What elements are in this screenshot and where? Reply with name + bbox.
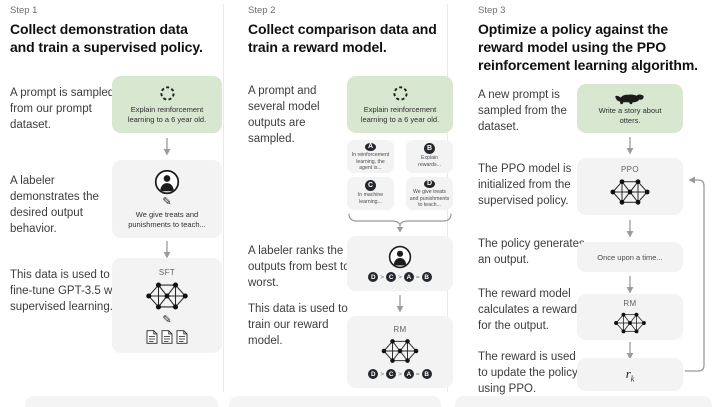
rm-model-box: RM D > C > A = B xyxy=(347,316,453,388)
output-a-box: A In reinforcement learning, the agent i… xyxy=(347,140,394,173)
rank-letter: D xyxy=(368,272,379,282)
step3-heading: Optimize a policy against the reward mod… xyxy=(478,21,698,74)
sample-icon xyxy=(392,85,409,102)
letter-badge: A xyxy=(365,143,376,151)
neural-net-icon xyxy=(612,310,648,336)
rank-separator: > xyxy=(398,273,402,281)
step3-caption-update: The reward is used to update the policy … xyxy=(478,351,578,395)
prompt-box: Explain reinforcement learning to a 6 ye… xyxy=(112,76,222,133)
rank-letter: A xyxy=(403,369,414,379)
generated-output-box: Once upon a time... xyxy=(577,242,683,272)
bottom-card-edge xyxy=(25,396,218,407)
sample-icon xyxy=(159,85,176,102)
generated-output-text: Once upon a time... xyxy=(597,252,663,262)
arrow-down-icon xyxy=(625,275,635,295)
output-d-box: D We give treats and punishments to teac… xyxy=(406,177,453,210)
step2-caption-train: This data is used to train our reward mo… xyxy=(248,303,348,347)
arrow-down-icon xyxy=(162,240,172,260)
arrow-down-icon xyxy=(625,136,635,156)
sft-label: SFT xyxy=(158,267,176,277)
labeler-icon xyxy=(388,245,412,269)
rm-model-box: RM xyxy=(577,294,683,340)
step2-heading: Collect comparison data and train a rewa… xyxy=(248,21,437,56)
output-a-text: In reinforcement learning, the agent is.… xyxy=(351,151,390,172)
bottom-card-edge xyxy=(229,396,441,407)
rank-letter: D xyxy=(368,369,379,379)
arrow-down-icon xyxy=(395,294,405,314)
labeler-icon xyxy=(154,169,180,195)
step1-caption-prompt: A prompt is sampled from our prompt data… xyxy=(10,87,115,131)
rank-letter: B xyxy=(421,272,432,282)
ppo-feedback-loop-arrow xyxy=(685,176,705,372)
step1-heading: Collect demonstration data and train a s… xyxy=(10,21,203,56)
reward-symbol: rk xyxy=(625,365,635,384)
step1-caption-labeler: A labeler demonstrates the desired outpu… xyxy=(10,175,99,235)
step3-caption-prompt: A new prompt is sampled from the dataset… xyxy=(478,89,567,133)
step3-caption-reward: The reward model calculates a reward for… xyxy=(478,288,578,332)
column-divider xyxy=(223,4,224,392)
prompt-text: Explain reinforcement learning to a 6 ye… xyxy=(360,104,440,124)
document-icon xyxy=(176,330,188,344)
document-icon xyxy=(146,330,158,344)
arrow-down-icon xyxy=(625,219,635,239)
rank-separator: > xyxy=(380,273,385,281)
step2-caption-ranks: A labeler ranks the outputs from best to… xyxy=(248,245,350,289)
step3-caption-init: The PPO model is initialized from the su… xyxy=(478,163,572,207)
step1-caption-finetune: This data is used to fine-tune GPT-3.5 w… xyxy=(10,269,125,313)
ranking-row: D > C > A = B xyxy=(368,369,432,379)
rank-separator: > xyxy=(398,370,402,378)
rank-letter: B xyxy=(421,369,432,379)
neural-net-icon xyxy=(145,279,189,313)
ranking-row: D > C > A = B xyxy=(368,272,432,282)
documents-row xyxy=(146,330,188,344)
step2-caption-sampled: A prompt and several model outputs are s… xyxy=(248,85,320,145)
curly-brace-icon xyxy=(348,213,452,233)
pencil-icon: ✎ xyxy=(162,313,172,326)
letter-badge: C xyxy=(365,180,376,191)
rank-letter: C xyxy=(386,272,397,282)
ppo-label: PPO xyxy=(620,165,640,174)
output-c-box: C In machine learning... xyxy=(347,177,394,210)
letter-badge: D xyxy=(424,180,435,188)
rank-separator: > xyxy=(380,370,385,378)
rank-letter: A xyxy=(403,272,414,282)
sft-model-box: SFT ✎ xyxy=(112,258,222,353)
labeler-rank-box: D > C > A = B xyxy=(347,236,453,291)
new-prompt-box: Write a story about otters. xyxy=(577,84,683,133)
labeler-demo-text: We give treats and punishments to teach.… xyxy=(128,209,206,229)
rm-label: RM xyxy=(623,298,637,308)
reward-value-box: rk xyxy=(577,358,683,391)
rm-label: RM xyxy=(393,325,407,334)
prompt-box: Explain reinforcement learning to a 6 ye… xyxy=(347,76,453,133)
step2-label: Step 2 xyxy=(248,5,276,16)
otter-icon xyxy=(615,94,644,104)
neural-net-icon xyxy=(380,336,420,366)
prompt-text: Explain reinforcement learning to a 6 ye… xyxy=(127,104,207,124)
output-d-text: We give treats and punishments to teach.… xyxy=(409,188,450,209)
neural-net-icon xyxy=(609,176,651,208)
output-c-text: In machine learning... xyxy=(357,192,384,205)
ppo-model-box: PPO xyxy=(577,158,683,215)
arrow-down-icon xyxy=(162,137,172,157)
output-b-text: Explain rewards... xyxy=(418,155,441,168)
rank-separator: = xyxy=(415,370,420,378)
letter-badge: B xyxy=(424,143,435,154)
labeler-demo-box: ✎ We give treats and punishments to teac… xyxy=(112,160,222,238)
step3-label: Step 3 xyxy=(478,5,506,16)
pencil-icon: ✎ xyxy=(162,195,172,208)
rank-separator: = xyxy=(415,273,420,281)
document-icon xyxy=(161,330,173,344)
step1-label: Step 1 xyxy=(10,5,38,16)
new-prompt-text: Write a story about otters. xyxy=(598,105,662,125)
step3-caption-output: The policy generates an output. xyxy=(478,238,585,266)
rank-letter: C xyxy=(386,369,397,379)
output-b-box: B Explain rewards... xyxy=(406,140,453,173)
bottom-card-edge xyxy=(455,396,712,407)
